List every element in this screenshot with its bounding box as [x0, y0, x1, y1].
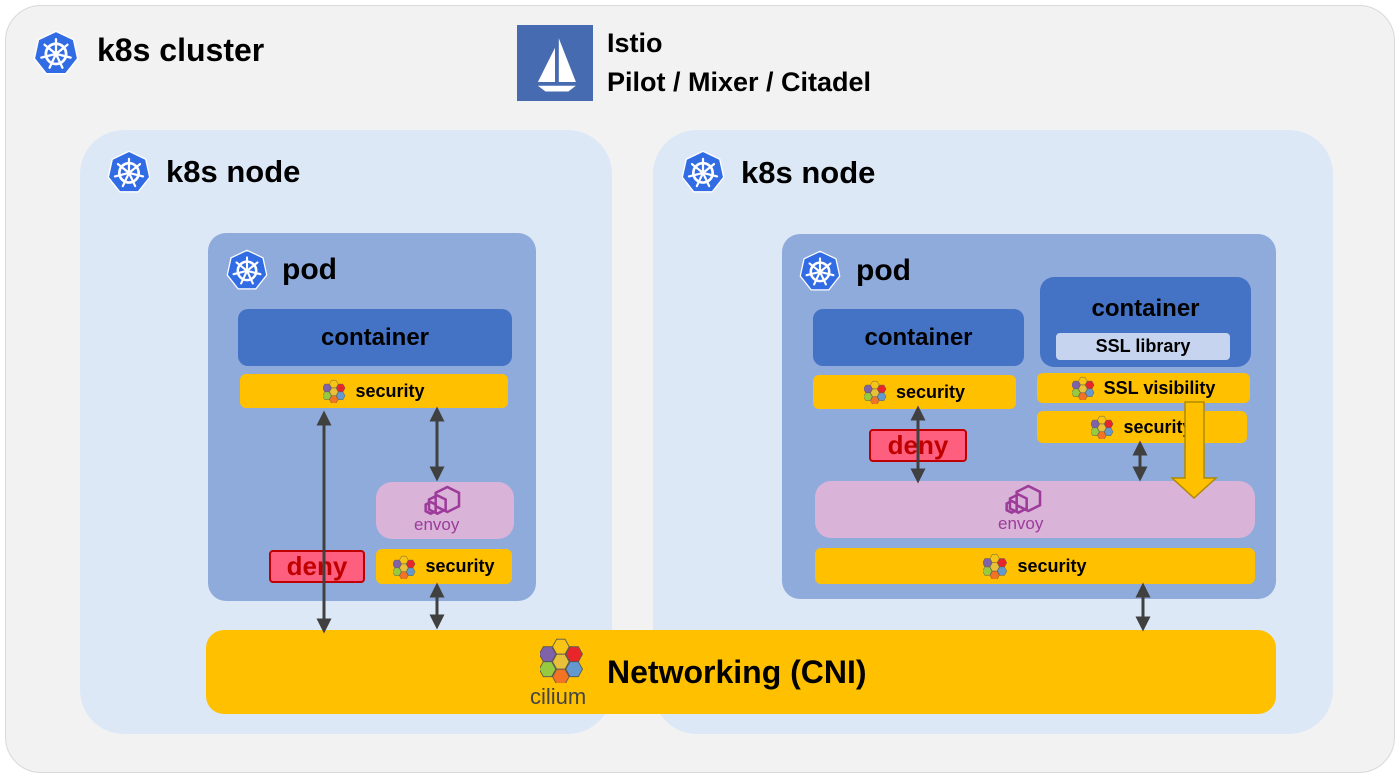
cilium-icon: [864, 380, 890, 404]
istio-title: Istio: [607, 28, 663, 58]
ssl-visibility-bar: SSL visibility: [1037, 373, 1250, 403]
node-label: k8s node: [166, 154, 301, 189]
kubernetes-icon: [33, 30, 79, 76]
cilium-icon: [983, 553, 1011, 579]
envoy-proxy: envoy: [815, 481, 1255, 538]
ssl-library-box: SSL library: [1056, 333, 1230, 360]
container-box: container: [813, 309, 1024, 366]
pod-left: [208, 233, 536, 601]
security-bar: security: [240, 374, 508, 408]
cilium-icon: [540, 637, 590, 683]
envoy-label: envoy: [414, 515, 460, 534]
security-bar: security: [815, 548, 1255, 584]
cilium-icon: [1091, 415, 1117, 439]
envoy-proxy: envoy: [376, 482, 514, 539]
deny-badge: deny: [269, 550, 365, 583]
ssl-visibility-label: SSL visibility: [1103, 377, 1216, 398]
cilium-brand: cilium: [530, 684, 587, 709]
cluster-label: k8s cluster: [97, 32, 265, 68]
node-label: k8s node: [741, 155, 876, 190]
istio-components: Pilot / Mixer / Citadel: [607, 67, 872, 97]
container-label: container: [1091, 295, 1200, 322]
security-bar: security: [376, 549, 512, 584]
security-label: security: [1017, 555, 1087, 576]
envoy-icon: [1000, 484, 1050, 518]
security-label: security: [355, 380, 425, 401]
cilium-icon: [1072, 376, 1098, 400]
kubernetes-icon: [226, 249, 268, 291]
networking-label: Networking (CNI): [607, 654, 867, 690]
security-label: security: [1123, 416, 1193, 437]
kubernetes-icon: [799, 250, 841, 292]
cilium-icon: [323, 379, 349, 403]
kubernetes-icon: [681, 150, 725, 194]
security-bar: security: [1037, 411, 1247, 443]
security-label: security: [425, 556, 495, 576]
security-label: security: [895, 381, 966, 402]
container-box: container: [238, 309, 512, 366]
cilium-icon: [393, 555, 419, 579]
kubernetes-icon: [107, 150, 151, 194]
security-bar: security: [813, 375, 1016, 409]
envoy-label: envoy: [998, 514, 1044, 533]
pod-label: pod: [282, 253, 337, 286]
pod-label: pod: [856, 254, 911, 287]
envoy-icon: [419, 485, 469, 519]
istio-logo-icon: [517, 25, 593, 101]
networking-cni-bar: [206, 630, 1276, 714]
deny-badge: deny: [869, 429, 967, 462]
